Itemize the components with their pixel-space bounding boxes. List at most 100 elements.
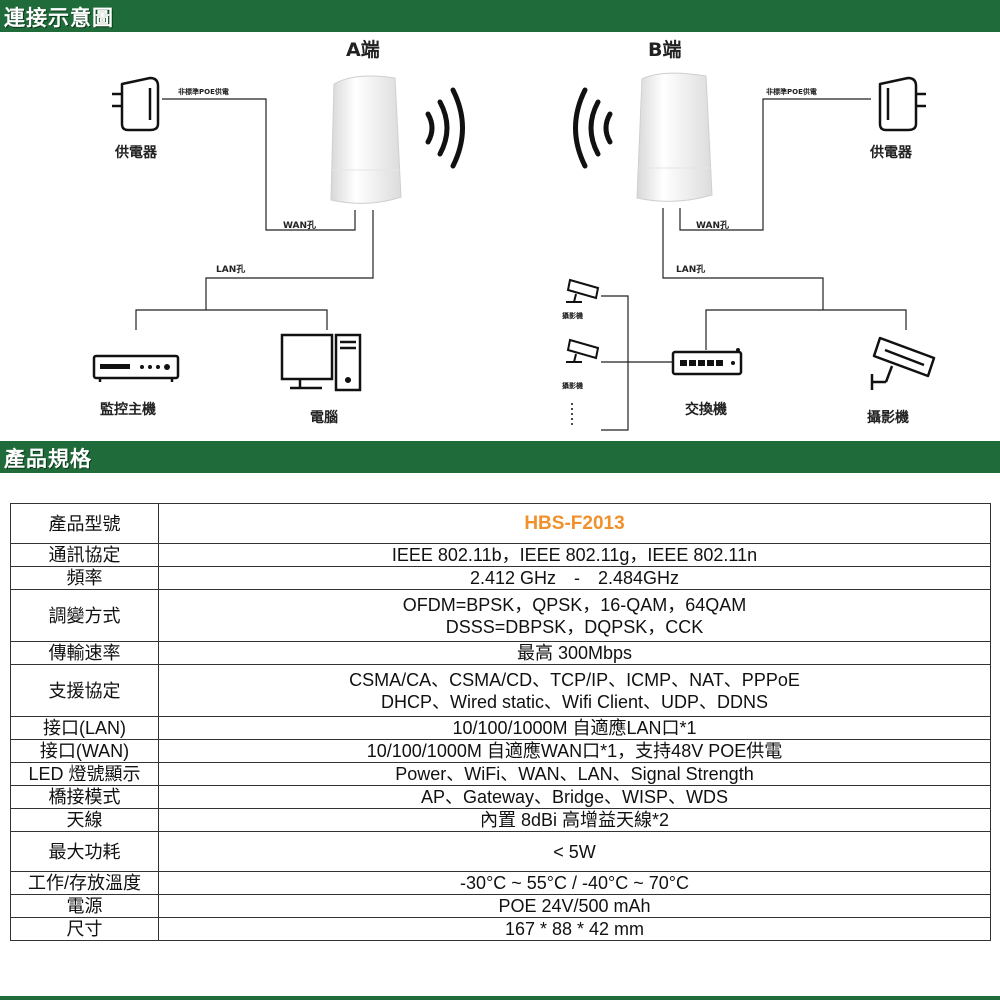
cpe-device-a <box>330 75 402 204</box>
spec-value-line: Power、WiFi、WAN、LAN、Signal Strength <box>395 764 754 784</box>
spec-row: 接口(LAN) 10/100/1000M 自適應LAN口*1 <box>10 716 991 740</box>
spec-value-line: < 5W <box>553 841 596 862</box>
spec-value: IEEE 802.11b，IEEE 802.11g，IEEE 802.11n <box>158 543 991 567</box>
spec-key: 尺寸 <box>10 917 159 941</box>
camera-icon-small-1 <box>566 278 600 303</box>
spec-value: 10/100/1000M 自適應LAN口*1 <box>158 716 991 740</box>
spec-row: LED 燈號顯示 Power、WiFi、WAN、LAN、Signal Streng… <box>10 762 991 786</box>
spec-value-line: 167 * 88 * 42 mm <box>504 919 645 939</box>
wifi-signal-icon-a <box>425 87 465 169</box>
spec-key: 最大功耗 <box>10 831 159 872</box>
wan-label-b: WAN孔 <box>696 219 729 231</box>
power-label-a: 供電器 <box>114 144 158 161</box>
nvr-icon <box>92 354 180 382</box>
spec-value-line: 10/100/1000M 自適應WAN口*1，支持48V POE供電 <box>366 741 783 761</box>
power-label-b: 供電器 <box>869 144 913 161</box>
spec-row: 傳輸速率 最高 300Mbps <box>10 641 991 665</box>
spec-row: 電源 POE 24V/500 mAh <box>10 894 991 918</box>
switch-icon <box>671 348 743 376</box>
spec-value: 最高 300Mbps <box>158 641 991 665</box>
spec-key: 電源 <box>10 894 159 918</box>
poe-label-b: 非標準POE供電 <box>766 87 817 96</box>
spec-value-line: DHCP、Wired static、Wifi Client、UDP、DDNS <box>380 691 769 712</box>
specs-header-band: 產品規格 <box>0 441 1000 473</box>
camera-small-label-2: 攝影機 <box>562 381 583 390</box>
spec-value-line: 2.412 GHz - 2.484GHz <box>469 568 680 588</box>
spec-key: 支援協定 <box>10 664 159 717</box>
spec-key: 接口(LAN) <box>10 716 159 740</box>
camera-label: 攝影機 <box>867 409 909 426</box>
spec-value-line: AP、Gateway、Bridge、WISP、WDS <box>420 787 729 807</box>
camera-bracket <box>601 295 629 431</box>
spec-key: 調變方式 <box>10 589 159 642</box>
spec-key: 橋接模式 <box>10 785 159 809</box>
lan-branch-b <box>705 309 907 350</box>
nvr-label: 監控主機 <box>100 401 156 418</box>
spec-value-line: DSSS=DBPSK，DQPSK，CCK <box>445 616 704 637</box>
wifi-signal-icon-b <box>573 87 613 169</box>
diagram-title: 連接示意圖 <box>4 6 114 30</box>
poe-cable-a <box>162 98 356 231</box>
lan-label-b: LAN孔 <box>676 263 705 275</box>
poe-label-a: 非標準POE供電 <box>178 87 229 96</box>
spec-row: 工作/存放溫度 -30°C ~ 55°C / -40°C ~ 70°C <box>10 871 991 895</box>
spec-value-line: OFDM=BPSK，QPSK，16-QAM，64QAM <box>402 594 747 615</box>
camera-icon-small-2 <box>566 338 600 363</box>
switch-label: 交換機 <box>685 401 727 418</box>
spec-value-line: CSMA/CA、CSMA/CD、TCP/IP、ICMP、NAT、PPPoE <box>349 669 800 690</box>
bottom-rule <box>0 996 1000 1000</box>
spec-value: 167 * 88 * 42 mm <box>158 917 991 941</box>
diagram-header-band: 連接示意圖 <box>0 0 1000 32</box>
spec-value: 內置 8dBi 高增益天線*2 <box>158 808 991 832</box>
connection-diagram: A端 B端 供電器 供電器 非標準POE供電 WAN孔 <box>92 38 936 431</box>
spec-value-line: 10/100/1000M 自適應LAN口*1 <box>452 718 697 738</box>
more-cameras-ellipsis <box>571 403 573 425</box>
camera-icon-large <box>870 336 936 390</box>
end-b-label: B端 <box>648 38 681 61</box>
lan-label-a: LAN孔 <box>216 263 245 275</box>
end-a-label: A端 <box>346 38 380 61</box>
spec-row: 最大功耗 < 5W <box>10 831 991 872</box>
spec-value-line: 內置 8dBi 高增益天線*2 <box>479 810 670 830</box>
poe-cable-b <box>679 98 871 231</box>
wan-label-a: WAN孔 <box>283 219 316 231</box>
spec-key: 通訊協定 <box>10 543 159 567</box>
spec-row: 橋接模式 AP、Gateway、Bridge、WISP、WDS <box>10 785 991 809</box>
spec-value-line: 最高 300Mbps <box>516 643 633 663</box>
spec-value: 10/100/1000M 自適應WAN口*1，支持48V POE供電 <box>158 739 991 763</box>
spec-key: 接口(WAN) <box>10 739 159 763</box>
spec-row: 接口(WAN) 10/100/1000M 自適應WAN口*1，支持48V POE供… <box>10 739 991 763</box>
power-adapter-icon-a <box>112 76 160 132</box>
specs-title: 產品規格 <box>4 447 92 471</box>
spec-value: 2.412 GHz - 2.484GHz <box>158 566 991 590</box>
computer-icon <box>280 333 362 392</box>
spec-value: < 5W <box>158 831 991 872</box>
spec-key: LED 燈號顯示 <box>10 762 159 786</box>
spec-key: 傳輸速率 <box>10 641 159 665</box>
spec-key: 產品型號 <box>10 503 159 544</box>
spec-value: Power、WiFi、WAN、LAN、Signal Strength <box>158 762 991 786</box>
power-adapter-icon-b <box>878 76 926 132</box>
lan-cable-b <box>662 208 824 310</box>
spec-value-line: IEEE 802.11b，IEEE 802.11g，IEEE 802.11n <box>391 545 758 565</box>
spec-row: 尺寸 167 * 88 * 42 mm <box>10 917 991 941</box>
camera-small-label-1: 攝影機 <box>562 311 583 320</box>
cpe-device-b <box>636 72 713 202</box>
spec-key: 工作/存放溫度 <box>10 871 159 895</box>
lan-cable-a <box>205 210 374 310</box>
spec-value: -30°C ~ 55°C / -40°C ~ 70°C <box>158 871 991 895</box>
pc-label: 電腦 <box>310 409 338 426</box>
spec-row: 天線 內置 8dBi 高增益天線*2 <box>10 808 991 832</box>
lan-branch-a <box>135 309 328 330</box>
spec-value-line: -30°C ~ 55°C / -40°C ~ 70°C <box>460 873 689 893</box>
spec-value-line: POE 24V/500 mAh <box>498 896 651 916</box>
spec-key: 天線 <box>10 808 159 832</box>
spec-value: POE 24V/500 mAh <box>158 894 991 918</box>
